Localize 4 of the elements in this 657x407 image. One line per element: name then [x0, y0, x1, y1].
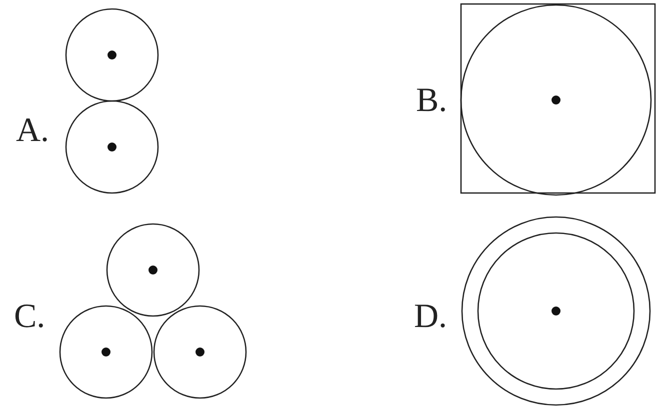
option-label: B. [416, 84, 448, 118]
option-label: A. [16, 114, 50, 148]
option-label: C. [14, 300, 46, 334]
option-label: D. [414, 300, 448, 334]
